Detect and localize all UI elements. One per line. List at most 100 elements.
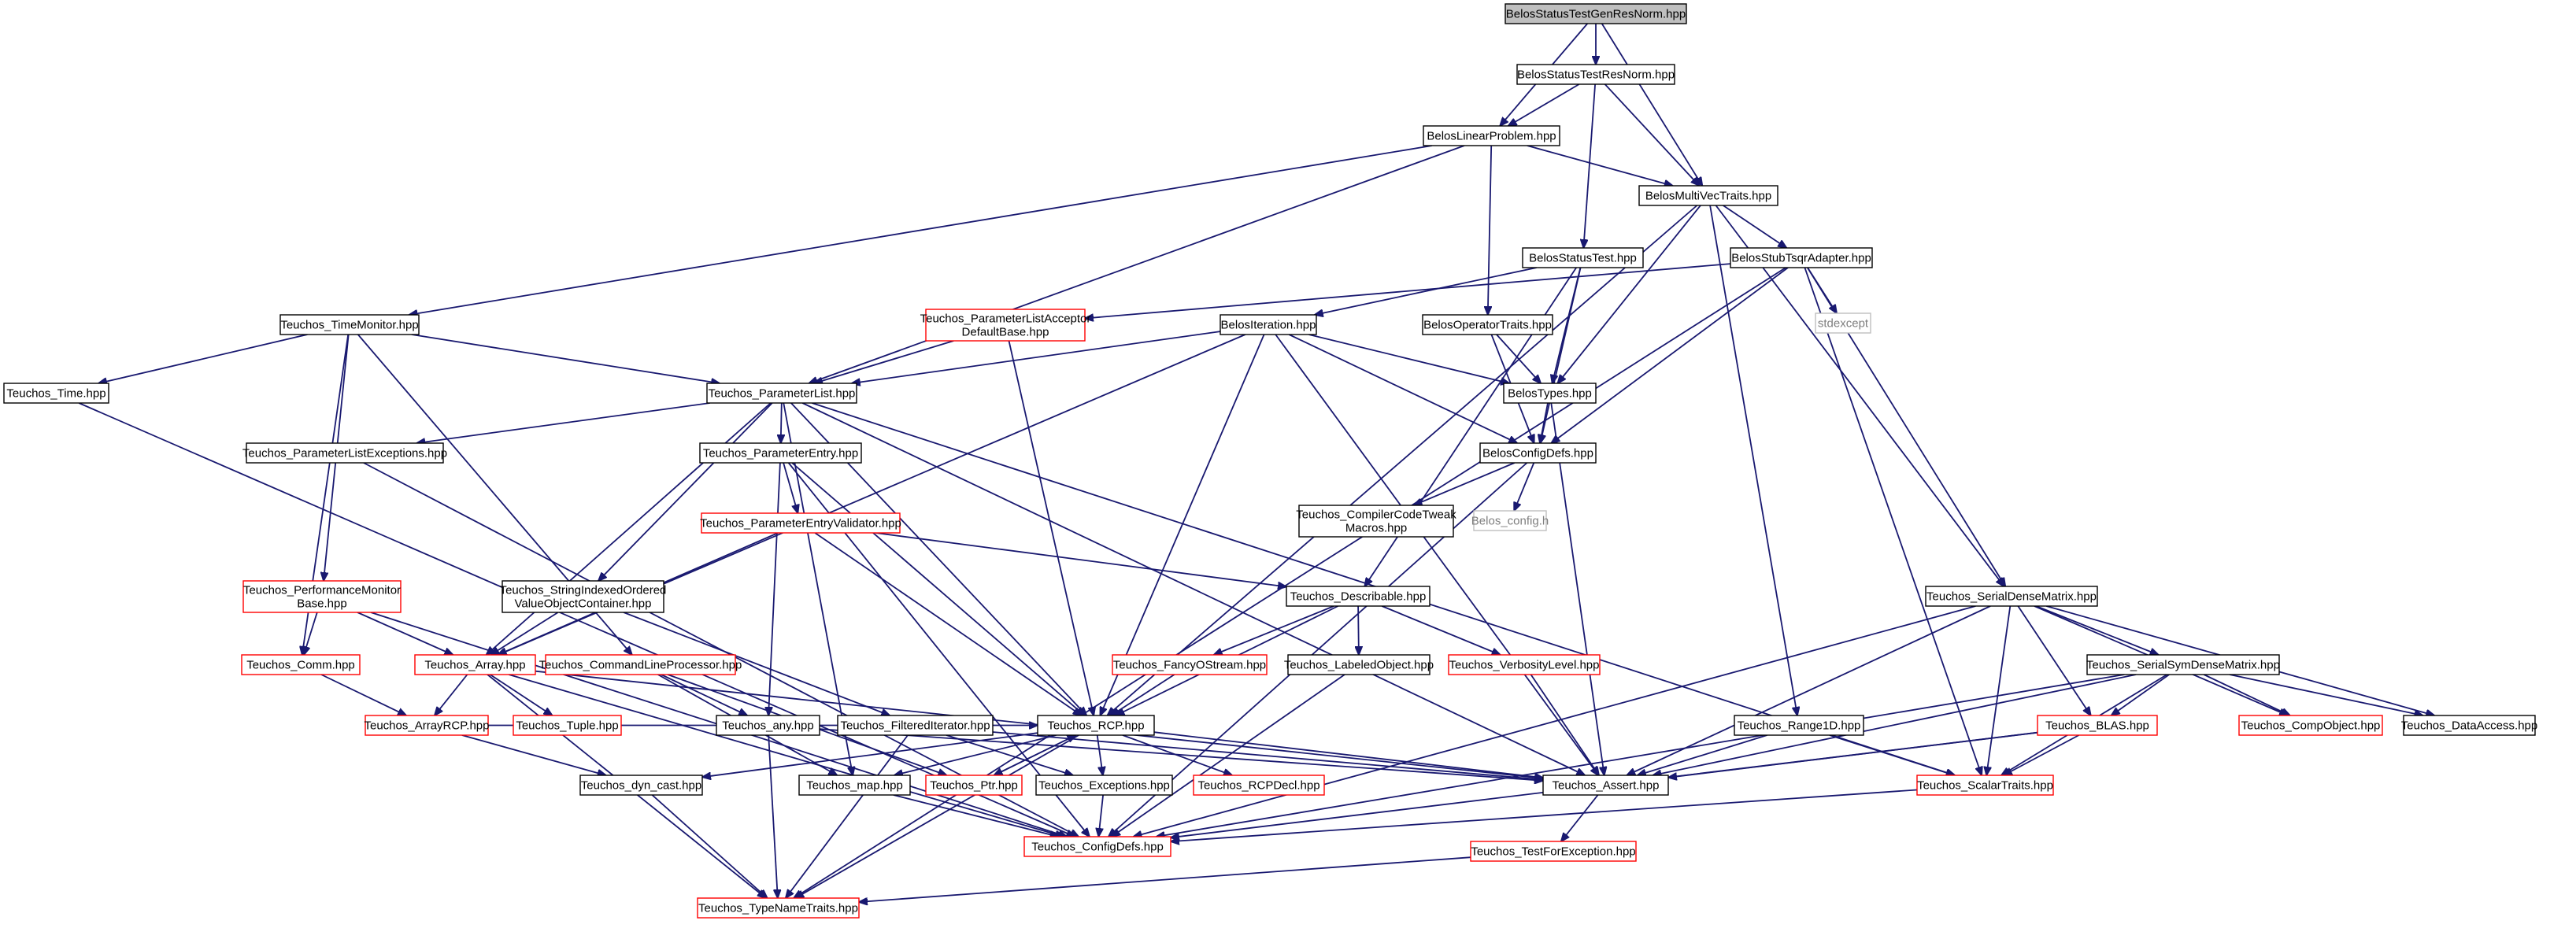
node-box-plexcept — [246, 442, 444, 464]
edge-stubtsqr-to-belosconfig — [1551, 267, 1789, 443]
node-stubtsqr[interactable]: BelosStubTsqrAdapter.hpp — [1730, 247, 1873, 268]
node-label-rcp: Teuchos_RCP.hpp — [1047, 719, 1144, 733]
node-box-root — [1505, 3, 1687, 24]
node-box-cmdline — [545, 654, 736, 675]
edge-range1d-to-assert — [1638, 734, 1767, 775]
node-box-stubtsqr — [1730, 247, 1873, 268]
node-label-typename: Teuchos_TypeNameTraits.hpp — [698, 902, 858, 915]
edge-array-to-arrayrcp — [435, 674, 468, 715]
node-box-range1d — [1734, 715, 1864, 736]
node-plexcept[interactable]: Teuchos_ParameterListExceptions.hpp — [242, 442, 447, 464]
node-paramentry[interactable]: Teuchos_ParameterEntry.hpp — [699, 442, 862, 464]
node-serialdense[interactable]: Teuchos_SerialDenseMatrix.hpp — [1925, 586, 2098, 607]
node-optraits[interactable]: BelosOperatorTraits.hpp — [1422, 314, 1553, 335]
edge-resnorm-to-multivec — [1604, 83, 1700, 186]
node-statustest[interactable]: BelosStatusTest.hpp — [1522, 247, 1644, 268]
node-filtered[interactable]: Teuchos_FilteredIterator.hpp — [837, 715, 994, 736]
node-label-cmdline: Teuchos_CommandLineProcessor.hpp — [539, 659, 742, 672]
node-label-array: Teuchos_Array.hpp — [424, 659, 525, 672]
node-paramlist[interactable]: Teuchos_ParameterList.hpp — [706, 383, 857, 404]
node-belostypes[interactable]: BelosTypes.hpp — [1503, 383, 1597, 404]
edge-range1d-to-scalartraits — [1829, 734, 1955, 775]
node-timemon[interactable]: Teuchos_TimeMonitor.hpp — [279, 314, 420, 335]
node-comm[interactable]: Teuchos_Comm.hpp — [241, 654, 361, 675]
node-box-pevalidator — [701, 512, 901, 534]
edge-statustest-to-belosconfig — [1540, 267, 1582, 443]
node-dyncast[interactable]: Teuchos_dyn_cast.hpp — [579, 775, 703, 796]
edge-scalartraits-to-configdefs — [1171, 789, 1918, 842]
node-ptr[interactable]: Teuchos_Ptr.hpp — [925, 775, 1023, 796]
edge-filtered-to-assert — [992, 731, 1543, 780]
node-belosconfig[interactable]: BelosConfigDefs.hpp — [1479, 442, 1597, 464]
node-rcp[interactable]: Teuchos_RCP.hpp — [1037, 715, 1155, 736]
node-serialsym[interactable]: Teuchos_SerialSymDenseMatrix.hpp — [2086, 654, 2280, 675]
node-labeledobj[interactable]: Teuchos_LabeledObject.hpp — [1284, 654, 1434, 675]
edge-perfmon-to-comm — [304, 612, 318, 655]
node-scalartraits[interactable]: Teuchos_ScalarTraits.hpp — [1916, 775, 2054, 796]
node-map[interactable]: Teuchos_map.hpp — [798, 775, 911, 796]
edge-rcp-to-rcpdecl — [1122, 734, 1232, 775]
node-describable[interactable]: Teuchos_Describable.hpp — [1286, 586, 1430, 607]
node-typename[interactable]: Teuchos_TypeNameTraits.hpp — [697, 897, 860, 919]
edge-timemon-to-paramlist — [411, 334, 720, 383]
node-tuple[interactable]: Teuchos_Tuple.hpp — [513, 715, 622, 736]
node-label-dataaccess: Teuchos_DataAccess.hpp — [2401, 719, 2537, 733]
node-box-multivec — [1638, 185, 1778, 206]
node-label-multivec: BelosMultiVecTraits.hpp — [1645, 190, 1771, 203]
node-box-compilertweak — [1298, 505, 1454, 538]
edge-blas-to-scalartraits — [2004, 734, 2080, 775]
node-label-exceptions: Teuchos_Exceptions.hpp — [1038, 779, 1170, 793]
edge-serialsym-to-configdefs — [1157, 674, 2125, 837]
node-box-optraits — [1422, 314, 1553, 335]
node-linprob[interactable]: BelosLinearProblem.hpp — [1423, 125, 1560, 146]
edge-timemon-to-time — [98, 334, 308, 383]
node-array[interactable]: Teuchos_Array.hpp — [414, 654, 536, 675]
edge-iteration-to-assert — [1275, 334, 1598, 775]
edge-assert-to-testforexc — [1561, 794, 1599, 841]
node-box-comm — [241, 654, 361, 675]
edge-statustest-to-iteration — [1315, 267, 1537, 315]
node-verbosity[interactable]: Teuchos_VerbosityLevel.hpp — [1448, 654, 1601, 675]
edge-filtered-to-typename — [786, 734, 909, 898]
node-blas[interactable]: Teuchos_BLAS.hpp — [2037, 715, 2158, 736]
edge-comm-to-arrayrcp — [320, 674, 406, 715]
edge-any-to-typename — [768, 734, 778, 898]
edge-resnorm-to-linprob — [1508, 83, 1580, 126]
edge-multivec-to-range1d — [1709, 205, 1797, 715]
node-resnorm[interactable]: BelosStatusTestResNorm.hpp — [1516, 64, 1675, 85]
edge-iteration-to-belostypes — [1308, 334, 1509, 383]
edge-rcp-to-assert — [1153, 731, 1543, 778]
node-range1d[interactable]: Teuchos_Range1D.hpp — [1734, 715, 1864, 736]
edge-pevalidator-to-rcp — [814, 532, 1082, 715]
node-label-timemon: Teuchos_TimeMonitor.hpp — [280, 319, 418, 332]
node-pevalidator[interactable]: Teuchos_ParameterEntryValidator.hpp — [700, 512, 901, 534]
node-root[interactable]: BelosStatusTestGenResNorm.hpp — [1505, 3, 1687, 24]
node-any[interactable]: Teuchos_any.hpp — [716, 715, 820, 736]
node-configdefs[interactable]: Teuchos_ConfigDefs.hpp — [1023, 836, 1171, 857]
node-rcpdecl[interactable]: Teuchos_RCPDecl.hpp — [1193, 775, 1325, 796]
edge-rcp-to-dyncast — [702, 732, 1038, 777]
node-time[interactable]: Teuchos_Time.hpp — [3, 383, 109, 404]
node-label-plexcept: Teuchos_ParameterListExceptions.hpp — [242, 447, 447, 460]
node-exceptions[interactable]: Teuchos_Exceptions.hpp — [1035, 775, 1173, 796]
node-fancyostream[interactable]: Teuchos_FancyOStream.hpp — [1112, 654, 1268, 675]
edge-serialdense-to-blas — [2017, 605, 2090, 715]
node-arrayrcp[interactable]: Teuchos_ArrayRCP.hpp — [365, 715, 490, 736]
node-compobject[interactable]: Teuchos_CompObject.hpp — [2238, 715, 2383, 736]
node-box-perfmon — [242, 580, 402, 613]
node-label-paramlist: Teuchos_ParameterList.hpp — [709, 387, 856, 401]
node-label-iteration: BelosIteration.hpp — [1221, 319, 1316, 332]
node-box-serialdense — [1925, 586, 2098, 607]
node-testforexc[interactable]: Teuchos_TestForException.hpp — [1470, 841, 1637, 862]
node-dataaccess[interactable]: Teuchos_DataAccess.hpp — [2401, 715, 2537, 736]
edge-serialdense-to-assert — [1627, 605, 1991, 775]
node-cmdline[interactable]: Teuchos_CommandLineProcessor.hpp — [539, 654, 742, 675]
node-assert[interactable]: Teuchos_Assert.hpp — [1542, 775, 1669, 796]
node-label-arrayrcp: Teuchos_ArrayRCP.hpp — [365, 719, 490, 733]
node-iteration[interactable]: BelosIteration.hpp — [1220, 314, 1317, 335]
node-multivec[interactable]: BelosMultiVecTraits.hpp — [1638, 185, 1778, 206]
